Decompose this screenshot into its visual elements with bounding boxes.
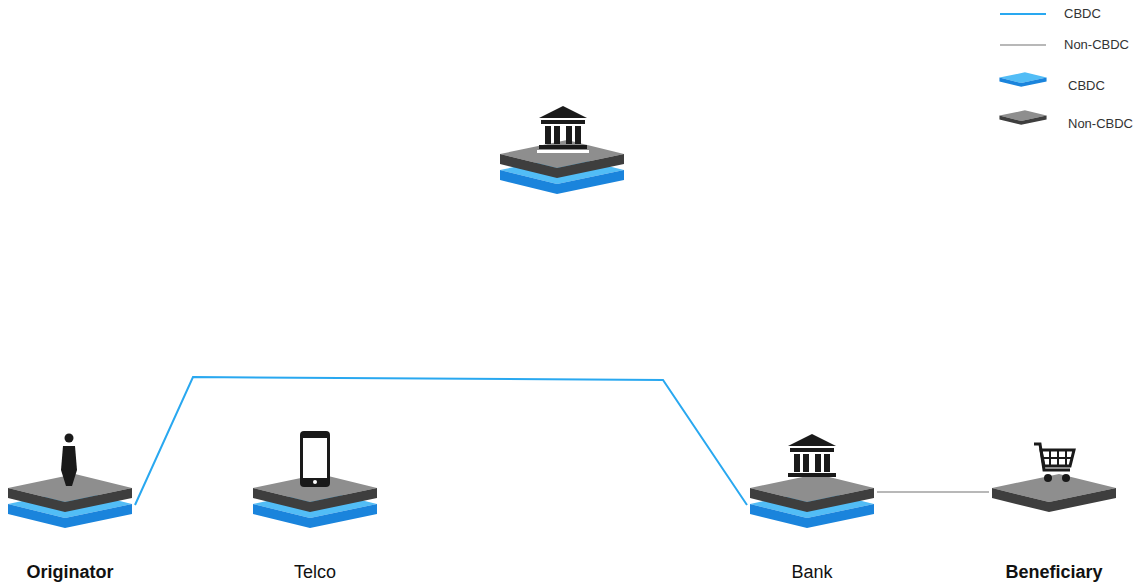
platform-node: Telco bbox=[250, 425, 380, 585]
bank-platform bbox=[750, 434, 874, 528]
legend-label: CBDC bbox=[1064, 6, 1101, 22]
legend-samples bbox=[999, 14, 1046, 125]
connector bbox=[135, 377, 747, 505]
node-label: Beneficiary bbox=[1005, 561, 1102, 583]
beneficiary-platform bbox=[992, 444, 1116, 512]
node-label: Originator bbox=[26, 561, 113, 583]
platform-node: Originator bbox=[5, 425, 135, 585]
node-label: Bank bbox=[791, 561, 832, 583]
legend-label: CBDC bbox=[1068, 78, 1105, 94]
central-bank bbox=[500, 106, 624, 194]
platform-node: Bank bbox=[747, 425, 877, 585]
node-label: Telco bbox=[294, 561, 336, 583]
platform-node: Beneficiary bbox=[989, 425, 1119, 585]
legend-label: Non-CBDC bbox=[1064, 37, 1129, 53]
originator-platform bbox=[8, 434, 132, 529]
telco-platform bbox=[253, 431, 377, 528]
legend-label: Non-CBDC bbox=[1068, 116, 1133, 132]
connector bbox=[877, 491, 989, 493]
